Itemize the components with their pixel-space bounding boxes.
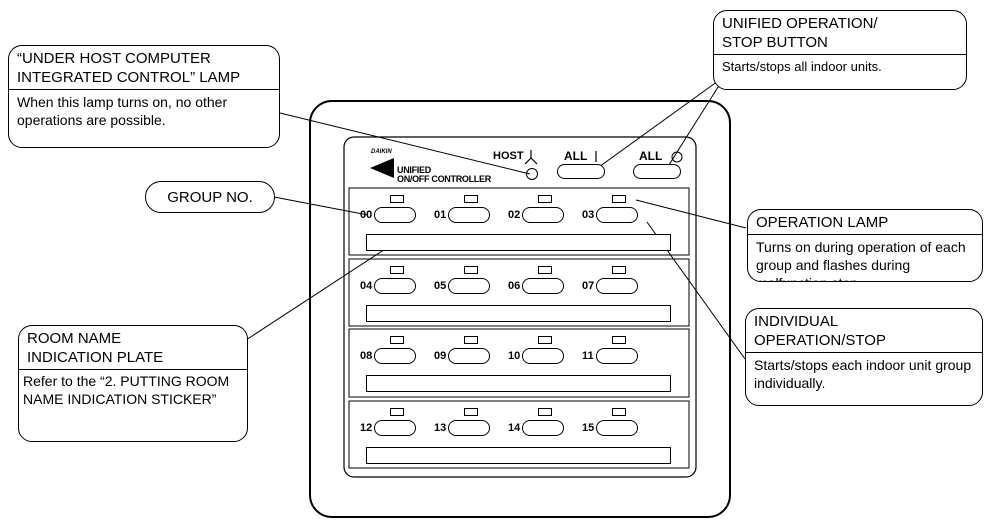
leader-group-no — [273, 196, 369, 216]
callout-room-name-plate-body: Refer to the “2. PUTTING ROOM NAME INDIC… — [23, 373, 230, 407]
leader-host-lamp — [279, 112, 531, 175]
group-row-4 — [348, 400, 690, 469]
daikin-logo — [370, 158, 394, 178]
group-number-label: 03 — [582, 209, 595, 221]
host-symbol-icon — [524, 150, 538, 165]
group-number-label: 11 — [582, 350, 594, 362]
leader-operation-lamp — [635, 199, 747, 229]
all-off-button[interactable] — [633, 164, 681, 179]
all-on-button[interactable] — [557, 164, 605, 179]
model-label-1: UNIFIED — [397, 165, 431, 175]
group-04-button[interactable] — [374, 278, 416, 294]
operation-lamp — [538, 336, 552, 344]
group-row-3 — [348, 328, 690, 398]
controller-housing — [309, 100, 731, 518]
group-06-button[interactable] — [522, 278, 564, 294]
group-number-label: 01 — [434, 209, 447, 221]
operation-lamp — [538, 266, 552, 274]
group-02-button[interactable] — [522, 207, 564, 223]
group-11-button[interactable] — [596, 348, 638, 364]
group-00-button[interactable] — [374, 207, 416, 223]
group-12-button[interactable] — [374, 420, 416, 436]
callout-host-lamp-title: “UNDER HOST COMPUTER INTEGRATED CONTROL”… — [9, 46, 279, 90]
room-name-plate — [366, 234, 671, 251]
all-off-label: ALL — [639, 149, 663, 163]
operation-lamp — [612, 336, 626, 344]
operation-lamp — [390, 336, 404, 344]
group-08-button[interactable] — [374, 348, 416, 364]
operation-lamp — [612, 408, 626, 416]
group-14-button[interactable] — [522, 420, 564, 436]
group-03-button[interactable] — [596, 207, 638, 223]
operation-lamp — [464, 195, 478, 203]
callout-unified-button-body: Starts/stops all indoor units. — [722, 59, 882, 74]
group-number-label: 05 — [434, 280, 447, 292]
group-01-button[interactable] — [448, 207, 490, 223]
callout-room-name-plate-title: ROOM NAME INDICATION PLATE — [19, 326, 247, 370]
room-name-plate — [366, 375, 671, 392]
callout-host-lamp: “UNDER HOST COMPUTER INTEGRATED CONTROL”… — [8, 45, 280, 148]
leader-unified-on — [591, 75, 726, 173]
group-row-2 — [348, 258, 690, 327]
room-name-plate — [366, 447, 671, 464]
model-label-2: ON/OFF CONTROLLER — [397, 174, 491, 184]
group-10-button[interactable] — [522, 348, 564, 364]
leader-room-plate — [245, 237, 403, 341]
group-number-label: 08 — [360, 350, 373, 362]
callout-group-no-title: GROUP NO. — [167, 189, 253, 206]
leader-unified-off — [666, 75, 726, 169]
group-number-label: 15 — [582, 422, 595, 434]
callout-unified-button-title: UNIFIED OPERATION/ STOP BUTTON — [714, 11, 966, 55]
operation-lamp — [538, 408, 552, 416]
operation-lamp — [538, 195, 552, 203]
group-number-label: 14 — [508, 422, 521, 434]
group-number-label: 00 — [360, 209, 373, 221]
group-09-button[interactable] — [448, 348, 490, 364]
group-07-button[interactable] — [596, 278, 638, 294]
group-number-label: 06 — [508, 280, 521, 292]
group-row-1 — [348, 187, 690, 256]
callout-operation-lamp: OPERATION LAMP Turns on during operation… — [747, 209, 983, 282]
brand-logo-text: DAIKIN — [371, 149, 392, 155]
group-number-label: 09 — [434, 350, 447, 362]
operation-lamp — [390, 266, 404, 274]
operation-lamp — [390, 408, 404, 416]
group-number-label: 12 — [360, 422, 373, 434]
operation-lamp — [612, 195, 626, 203]
operation-lamp — [464, 408, 478, 416]
controller-panel — [343, 136, 697, 478]
callout-individual-op: INDIVIDUAL OPERATION/STOP Starts/stops e… — [745, 308, 983, 406]
group-number-label: 02 — [508, 209, 521, 221]
callout-individual-op-body: Starts/stops each indoor unit group indi… — [754, 357, 972, 391]
callout-operation-lamp-title: OPERATION LAMP — [748, 210, 982, 235]
group-number-label: 10 — [508, 350, 521, 362]
callout-group-no: GROUP NO. — [145, 181, 275, 213]
callout-room-name-plate: ROOM NAME INDICATION PLATE Refer to the … — [18, 325, 248, 442]
operation-lamp — [464, 266, 478, 274]
callout-unified-button: UNIFIED OPERATION/ STOP BUTTON Starts/st… — [713, 10, 967, 90]
room-name-plate — [366, 305, 671, 322]
group-15-button[interactable] — [596, 420, 638, 436]
callout-individual-op-title: INDIVIDUAL OPERATION/STOP — [746, 309, 982, 353]
group-number-label: 04 — [360, 280, 373, 292]
all-on-label: ALL — [564, 149, 588, 163]
callout-host-lamp-body: When this lamp turns on, no other operat… — [17, 94, 228, 128]
group-05-button[interactable] — [448, 278, 490, 294]
group-number-label: 07 — [582, 280, 595, 292]
operation-lamp — [390, 195, 404, 203]
host-label: HOST — [493, 150, 524, 162]
group-number-label: 13 — [434, 422, 447, 434]
callout-operation-lamp-body: Turns on during operation of each group … — [756, 239, 966, 281]
group-13-button[interactable] — [448, 420, 490, 436]
host-lamp — [526, 168, 538, 180]
operation-lamp — [464, 336, 478, 344]
operation-lamp — [612, 266, 626, 274]
